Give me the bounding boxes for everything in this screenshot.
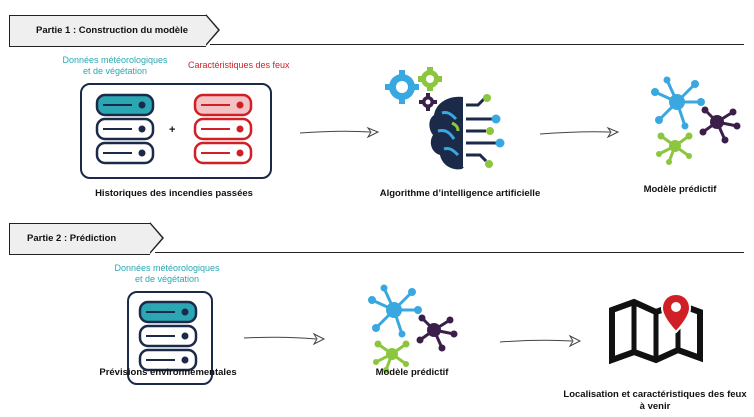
part2-title: Partie 2 : Prédiction (27, 233, 117, 244)
part1-title: Partie 1 : Construction du modèle (36, 25, 189, 36)
caption-model-2: Modèle prédictif (375, 367, 449, 378)
map-pin-icon (609, 292, 703, 365)
arrow-icon (243, 332, 326, 346)
caption-history: Historiques des incendies passées (95, 188, 253, 199)
part2-data-weather-line1: Données météorologiques (114, 263, 220, 273)
part2-divider (155, 252, 744, 253)
caption-ai: Algorithme d’intelligence artificielle (379, 188, 541, 199)
network-icon (651, 76, 741, 165)
part2-data-weather-line2: et de végétation (134, 274, 200, 284)
network-icon (368, 284, 458, 373)
arrow-icon (299, 126, 380, 139)
arrow-icon (539, 126, 620, 139)
part1-data-weather-line1: Données météorologiques (62, 55, 168, 65)
plus-sign: + (169, 124, 176, 136)
part1-data-weather-line2: et de végétation (82, 66, 148, 76)
caption-output-line1: Localisation et caractéristiques des feu… (563, 389, 747, 400)
part1-tab (9, 14, 220, 47)
part1-divider (210, 44, 744, 45)
arrow-icon (499, 334, 582, 348)
gears-icon (385, 67, 442, 111)
database-icon (138, 300, 198, 372)
ai-brain-icon (429, 94, 505, 170)
caption-forecast: Prévisions environnementales (99, 367, 237, 378)
database-icon (95, 93, 155, 165)
part1-data-fire: Caractéristiques des feux (188, 60, 290, 70)
caption-output-line2: à venir (639, 401, 671, 412)
database-red-icon (193, 93, 253, 165)
part2-tab (9, 222, 164, 255)
caption-model-1: Modèle prédictif (643, 184, 717, 195)
